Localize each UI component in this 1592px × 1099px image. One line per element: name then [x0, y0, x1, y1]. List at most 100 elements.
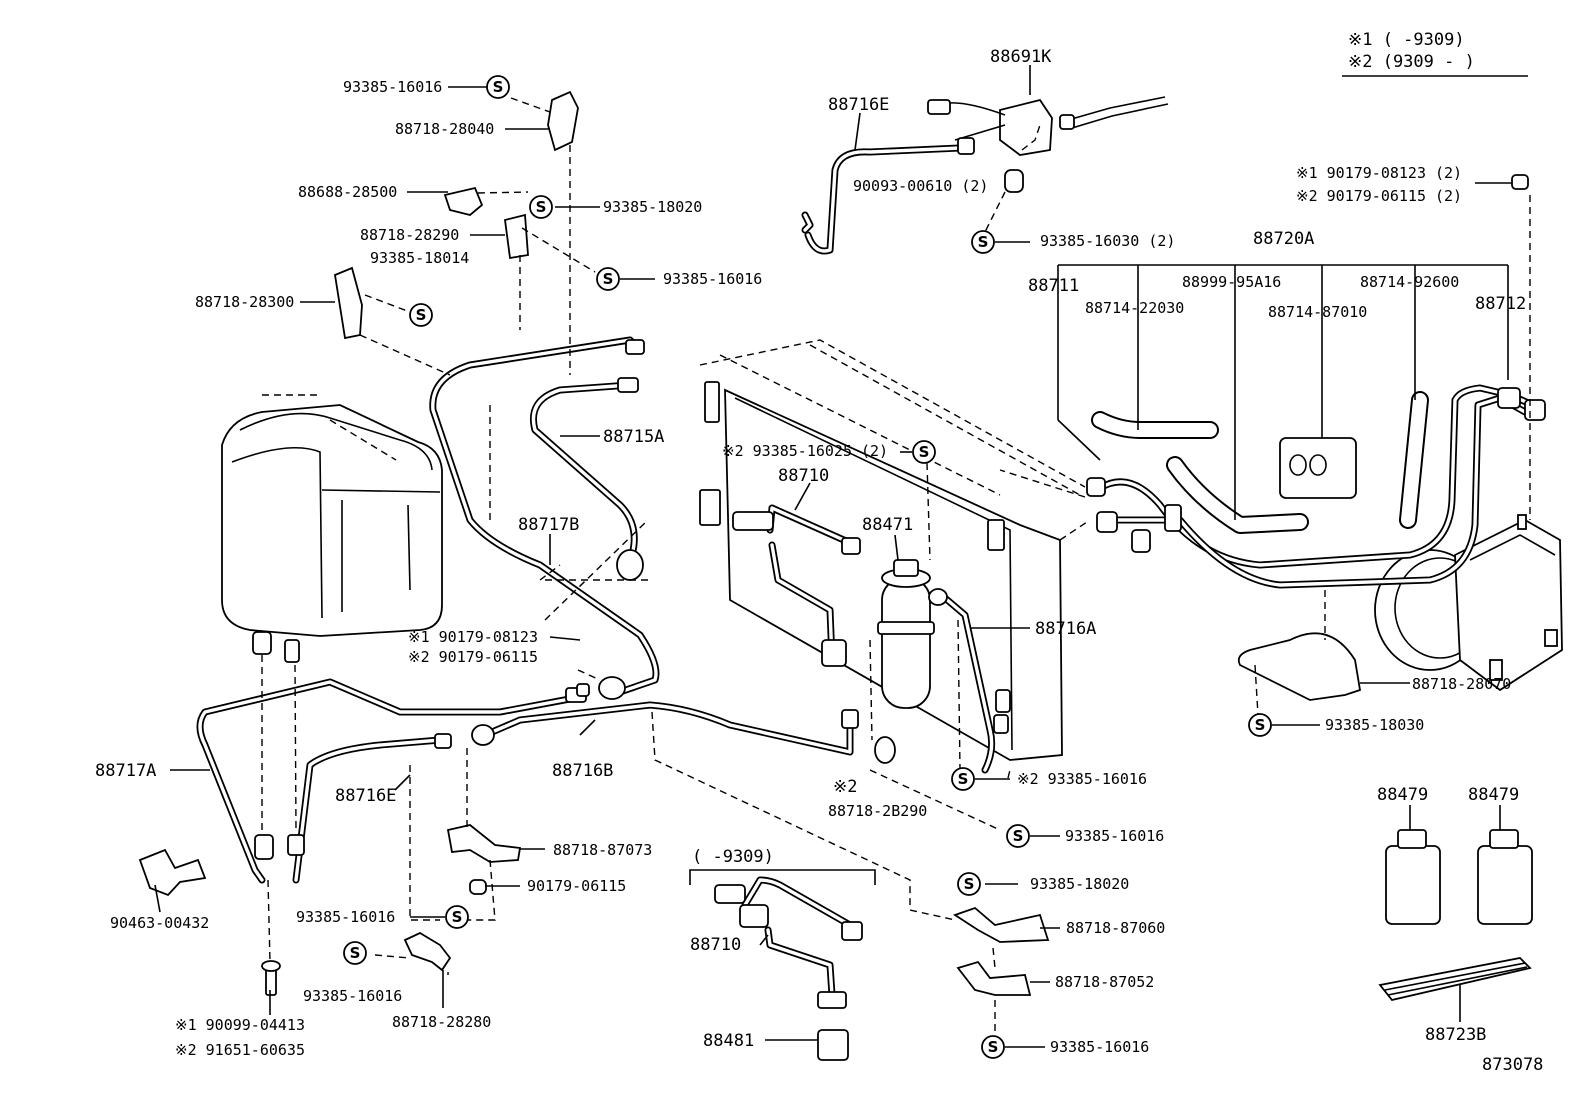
seal-icon: S: [343, 941, 367, 965]
clamps: [138, 90, 1529, 996]
label-88714-92600: 88714-92600: [1360, 273, 1459, 291]
label-88481: 88481: [703, 1031, 754, 1051]
legend-line-1: ※1 ( -9309): [1348, 30, 1465, 50]
pressure-switch-inset: [689, 869, 876, 1061]
label-88711: 88711: [1028, 276, 1079, 296]
svg-text:S: S: [536, 198, 547, 216]
label-88716e: 88716E: [828, 95, 889, 115]
label-90099-04413: ※1 90099-04413: [175, 1016, 305, 1034]
seal-icon: S: [981, 1035, 1005, 1059]
label-9309: ( -9309): [692, 847, 774, 867]
label-93385-16016: 93385-16016: [1050, 1038, 1149, 1056]
label-88718-28040: 88718-28040: [395, 120, 494, 138]
svg-text:S: S: [416, 306, 427, 324]
reserve-tank: [221, 394, 443, 663]
label-90179-06115: 90179-06115: [527, 877, 626, 895]
svg-text:S: S: [350, 944, 361, 962]
label-88691k: 88691K: [990, 47, 1052, 67]
label-93385-16025: ※2 93385-16025 (2): [722, 442, 888, 460]
svg-text:S: S: [988, 1038, 999, 1056]
label-88479: 88479: [1468, 785, 1519, 805]
label-88717a: 88717A: [95, 761, 156, 781]
seal-icon: S: [1248, 713, 1272, 737]
svg-text:S: S: [1013, 827, 1024, 845]
label-88723b: 88723B: [1425, 1025, 1486, 1045]
legend: ※1 ( -9309) ※2 (9309 - ): [1342, 30, 1528, 77]
seal-icon: S: [529, 195, 553, 219]
label-873078: 873078: [1482, 1055, 1543, 1075]
label-93385-16016: 93385-16016: [1065, 827, 1164, 845]
label-88718-28300: 88718-28300: [195, 293, 294, 311]
oil-bottles: [1378, 829, 1533, 1002]
svg-text:S: S: [452, 908, 463, 926]
part-labels: 93385-16016 88718-28040 88688-28500 9338…: [95, 47, 1543, 1075]
label-88716b: 88716B: [552, 761, 613, 781]
label-88471: 88471: [862, 515, 913, 535]
label-90463-00432: 90463-00432: [110, 914, 209, 932]
label-93385-18030: 93385-18030: [1325, 716, 1424, 734]
seal-icon: S: [912, 440, 936, 464]
label-88999-95a16: 88999-95A16: [1182, 273, 1281, 291]
label-90179-06115-r: ※2 90179-06115 (2): [1296, 187, 1462, 205]
label-88718-87060: 88718-87060: [1066, 919, 1165, 937]
label-93385-18020: 93385-18020: [1030, 875, 1129, 893]
svg-text:S: S: [958, 770, 969, 788]
label-93385-18014: 93385-18014: [370, 249, 469, 267]
label-88688-28500: 88688-28500: [298, 183, 397, 201]
svg-text:S: S: [919, 443, 930, 461]
leader-lines: [154, 65, 1512, 1048]
label-88718-28070: 88718-28070: [1412, 675, 1511, 693]
seal-icon: S: [445, 905, 469, 929]
label-88716a: 88716A: [1035, 619, 1096, 639]
label-93385-16016: 93385-16016: [663, 270, 762, 288]
svg-text:S: S: [603, 270, 614, 288]
hose-assembly: [1086, 384, 1546, 701]
legend-line-2: ※2 (9309 - ): [1348, 52, 1475, 72]
seal-icon: S: [486, 75, 510, 99]
seal-symbols: S S S S S S S S S S S S S: [343, 75, 1272, 1059]
seal-icon: S: [596, 267, 620, 291]
svg-text:S: S: [978, 233, 989, 251]
label-93385-16016: 93385-16016: [343, 78, 442, 96]
label-88716e: 88716E: [335, 786, 396, 806]
label-88717b: 88717B: [518, 515, 579, 535]
label-88720a: 88720A: [1253, 229, 1314, 249]
svg-text:S: S: [493, 78, 504, 96]
label-88710: 88710: [690, 935, 741, 955]
label-88714-87010: 88714-87010: [1268, 303, 1367, 321]
condenser: [699, 339, 1091, 774]
seal-icon: S: [971, 230, 995, 254]
switch-88691k: [801, 96, 1169, 255]
seal-icon: S: [957, 872, 981, 896]
label-93385-16016: 93385-16016: [303, 987, 402, 1005]
label-88718-2b290: 88718-2B290: [828, 802, 927, 820]
label-90179-06115: ※2 90179-06115: [408, 648, 538, 666]
label-93385-16016: ※2 93385-16016: [1017, 770, 1147, 788]
label-88718-87052: 88718-87052: [1055, 973, 1154, 991]
label-88479: 88479: [1377, 785, 1428, 805]
label-93385-16030: 93385-16030 (2): [1040, 232, 1175, 250]
dashed-connections: [261, 97, 1531, 1040]
compressor: [1374, 514, 1563, 692]
seal-icon: S: [951, 767, 975, 791]
label-88710: 88710: [778, 466, 829, 486]
label-88714-22030: 88714-22030: [1085, 299, 1184, 317]
seal-icon: S: [1006, 824, 1030, 848]
label-88715a: 88715A: [603, 427, 664, 447]
hose-assembly-bracket: [1057, 264, 1509, 520]
label-88718-87073: 88718-87073: [553, 841, 652, 859]
seal-icon: S: [409, 303, 433, 327]
svg-text:S: S: [964, 875, 975, 893]
label-90093-00610: 90093-00610 (2): [853, 177, 988, 195]
label-91651-60635: ※2 91651-60635: [175, 1041, 305, 1059]
label-88718-28280: 88718-28280: [392, 1013, 491, 1031]
svg-text:S: S: [1255, 716, 1266, 734]
label-93385-16016: 93385-16016: [296, 908, 395, 926]
label-93385-18020: 93385-18020: [603, 198, 702, 216]
label-88718-2b290-mark: ※2: [833, 777, 857, 797]
label-90179-08123-r: ※1 90179-08123 (2): [1296, 164, 1462, 182]
pipes-left: [196, 336, 859, 884]
label-90179-08123: ※1 90179-08123: [408, 628, 538, 646]
label-88712: 88712: [1475, 294, 1526, 314]
